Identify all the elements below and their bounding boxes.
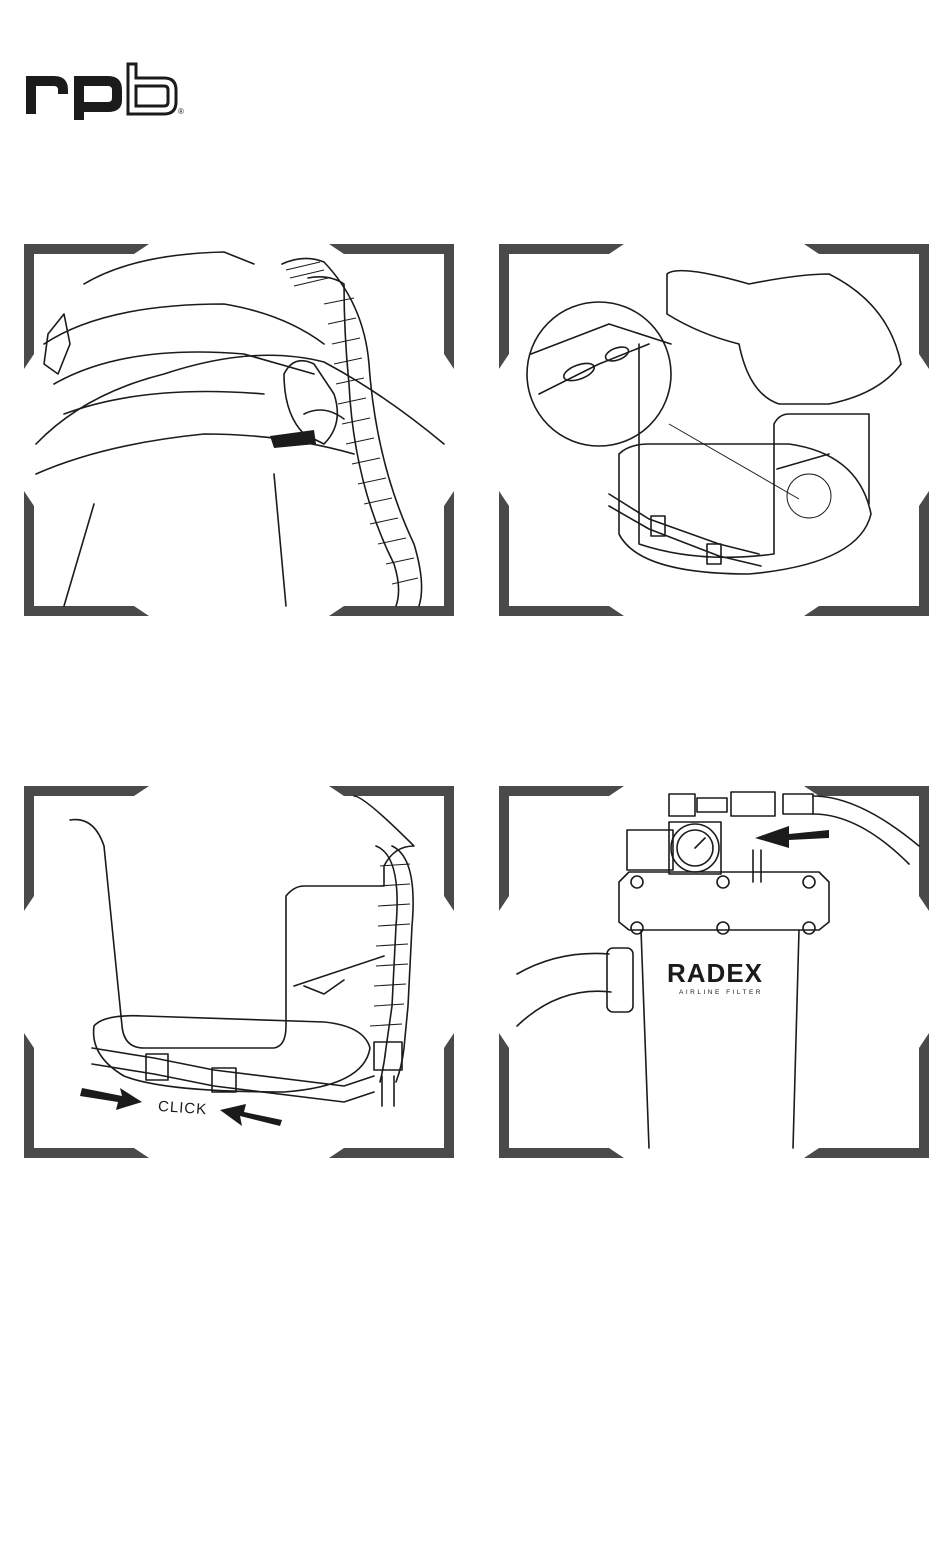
- strap-detail-magnifier: [527, 302, 831, 518]
- pointer-arrow: [270, 430, 316, 448]
- step-4-panel: RADEX AIRLINE FILTER: [499, 786, 929, 1158]
- arrow-left-icon: [220, 1104, 282, 1126]
- corner-frame: [24, 786, 454, 1158]
- click-label: CLICK: [157, 1098, 207, 1118]
- radex-label: RADEX: [667, 958, 763, 988]
- registered-mark: ®: [178, 107, 184, 116]
- strap-buckle: [92, 1048, 374, 1102]
- hood-illustration: [70, 796, 414, 1092]
- corner-frame: [499, 244, 929, 616]
- step-2-panel: [499, 244, 929, 616]
- airline-filter-label: AIRLINE FILTER: [679, 989, 763, 996]
- brand-logo: ®: [24, 62, 184, 120]
- arrow-right-icon: [80, 1088, 142, 1110]
- step-1-panel: [24, 244, 454, 616]
- arrow-left-icon: [755, 826, 829, 848]
- corner-frame: [24, 244, 454, 616]
- rpb-logo-icon: ®: [24, 62, 184, 120]
- hood-illustration: [36, 252, 444, 606]
- quick-connect-hose: [370, 846, 413, 1106]
- step-3-panel: CLICK: [24, 786, 454, 1158]
- radex-filter-illustration: RADEX AIRLINE FILTER: [517, 792, 919, 1148]
